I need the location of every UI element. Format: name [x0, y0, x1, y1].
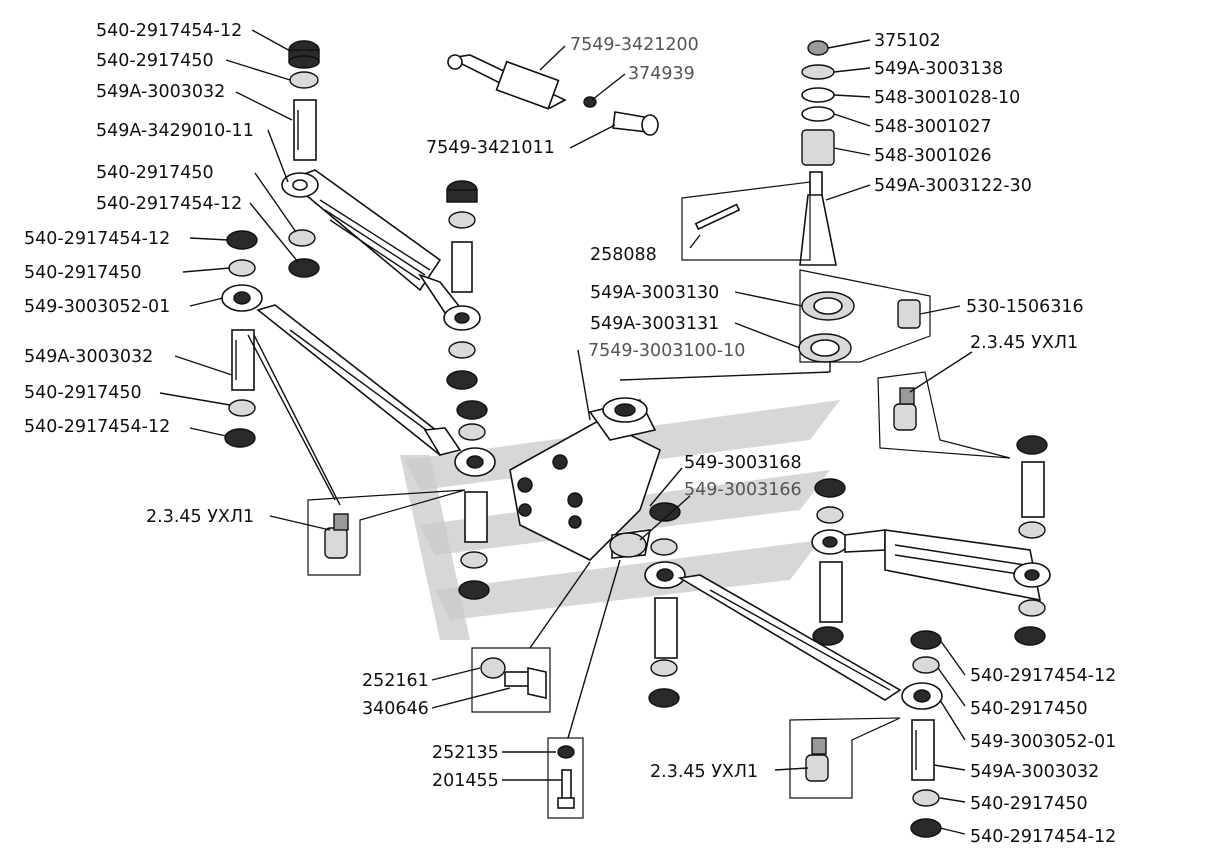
label-549A-3003130: 549A-3003130 — [590, 283, 719, 303]
center-left-pin-stack — [446, 180, 496, 600]
label-540-2917454-12-d: 540-2917454-12 — [24, 417, 170, 437]
small-bolt-box — [547, 737, 584, 819]
label-549A-3003032-a: 549A-3003032 — [96, 82, 225, 102]
label-540-2917454-12-c: 540-2917454-12 — [24, 229, 170, 249]
right-hydraulic-cylinder — [811, 529, 1051, 646]
label-258088: 258088 — [590, 245, 657, 265]
label-340646: 340646 — [362, 699, 429, 719]
label-540-2917450-e: 540-2917450 — [970, 699, 1088, 719]
leader-lines — [159, 29, 973, 835]
label-548-3001028-10: 548-3001028-10 — [874, 88, 1020, 108]
part-labels: 540-2917454-12 540-2917450 549A-3003032 … — [24, 21, 1116, 847]
label-540-2917454-12-b: 540-2917454-12 — [96, 194, 242, 214]
label-548-3001027: 548-3001027 — [874, 117, 992, 137]
left-tie-rod — [221, 284, 462, 456]
label-7549-3421200: 7549-3421200 — [570, 35, 699, 55]
label-grease-fitting-a: 2.3.45 УХЛ1 — [146, 507, 254, 527]
kingpin-stack — [799, 40, 837, 266]
label-540-2917454-12-a: 540-2917454-12 — [96, 21, 242, 41]
left-hydraulic-cylinder — [281, 169, 481, 331]
right-upper-pin-stack — [814, 435, 1048, 539]
label-549A-3429010-11: 549A-3429010-11 — [96, 121, 254, 141]
label-548-3001026: 548-3001026 — [874, 146, 992, 166]
label-375102: 375102 — [874, 31, 941, 51]
label-530-1506316: 530-1506316 — [966, 297, 1084, 317]
label-549-3003166: 549-3003166 — [684, 480, 802, 500]
label-549A-3003131: 549A-3003131 — [590, 314, 719, 334]
bolt-washer-box — [471, 647, 551, 713]
label-7549-3421011: 7549-3421011 — [426, 138, 555, 158]
left-washer-seal-pair — [288, 229, 320, 278]
label-549-3003052-01-b: 549-3003052-01 — [970, 732, 1116, 752]
label-grease-fitting-c: 2.3.45 УХЛ1 — [650, 762, 758, 782]
label-201455: 201455 — [432, 771, 499, 791]
label-252161: 252161 — [362, 671, 429, 691]
label-374939: 374939 — [628, 64, 695, 84]
label-540-2917450-f: 540-2917450 — [970, 794, 1088, 814]
right-tie-rod — [644, 561, 902, 708]
label-549A-3003032-b: 549A-3003032 — [24, 347, 153, 367]
label-549-3003052-01-a: 549-3003052-01 — [24, 297, 170, 317]
label-540-2917454-12-e: 540-2917454-12 — [970, 666, 1116, 686]
label-540-2917450-b: 540-2917450 — [96, 163, 214, 183]
label-549-3003168: 549-3003168 — [684, 453, 802, 473]
label-549A-3003138: 549A-3003138 — [874, 59, 1003, 79]
bushing-box — [798, 269, 931, 363]
central-bracket — [509, 397, 681, 561]
label-549A-3003122-30: 549A-3003122-30 — [874, 176, 1032, 196]
left-grease-fitting — [307, 489, 466, 576]
right-lower-pin-stack — [901, 630, 943, 838]
label-grease-fitting-b: 2.3.45 УХЛ1 — [970, 333, 1078, 353]
right-grease-fitting-top — [877, 371, 1011, 459]
label-549A-3003032-c: 549A-3003032 — [970, 762, 1099, 782]
label-540-2917450-d: 540-2917450 — [24, 383, 142, 403]
label-540-2917454-12-f: 540-2917454-12 — [970, 827, 1116, 847]
left-top-pin-stack — [288, 40, 320, 161]
label-540-2917450-c: 540-2917450 — [24, 263, 142, 283]
right-grease-fitting-bottom — [789, 717, 901, 799]
label-7549-3003100-10: 7549-3003100-10 — [588, 341, 745, 361]
label-540-2917450-a: 540-2917450 — [96, 51, 214, 71]
left-lower-pin-stack — [224, 230, 258, 448]
cotter-pin-box — [681, 181, 811, 261]
label-252135: 252135 — [432, 743, 499, 763]
top-cylinder-rod — [447, 54, 659, 136]
